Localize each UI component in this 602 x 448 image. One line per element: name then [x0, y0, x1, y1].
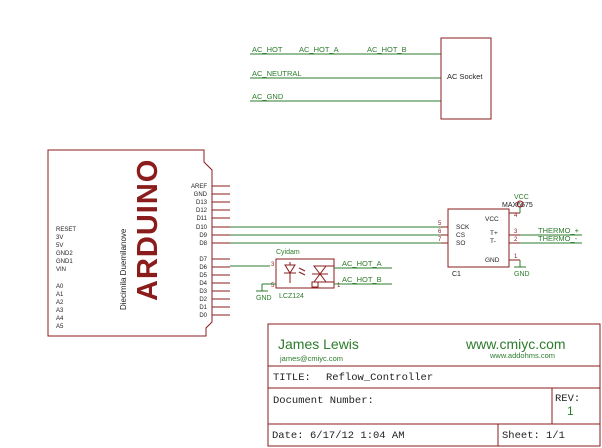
max6675-ref: C1 — [452, 271, 461, 278]
arduino-pin-d12: D12 — [196, 208, 208, 214]
arduino-pin-d1: D1 — [199, 305, 207, 311]
net-label-ac-hot-a: AC_HOT_A — [299, 45, 339, 54]
max6675-pin-gnd-name: GND — [485, 257, 500, 264]
net-label-ac-hot-b: AC_HOT_B — [367, 45, 407, 54]
sheet-label: Sheet: — [502, 430, 540, 442]
arduino-pin-d6: D6 — [199, 265, 207, 271]
max6675-box — [447, 208, 510, 268]
opto-arrow-1 — [298, 267, 306, 272]
arduino-pin-5v: 5V — [56, 243, 63, 249]
ac-socket-box — [440, 37, 492, 120]
opto-gnd-label: GND — [256, 295, 272, 302]
arduino-pin-d3: D3 — [199, 289, 207, 295]
opto-triac-icon-rev — [313, 273, 327, 283]
opto-top-net: Cyidam — [276, 249, 300, 256]
title-field-label: TITLE: — [273, 372, 311, 384]
website-secondary: www.addohms.com — [489, 351, 555, 360]
max6675-pin-tminus-name: T- — [490, 238, 496, 245]
author-name: James Lewis — [278, 336, 359, 352]
arduino-pin-vin: VIN — [56, 267, 66, 273]
document-number-label: Document Number: — [273, 395, 374, 407]
rev-label: REV: — [555, 393, 580, 405]
arduino-pin-3v: 3V — [56, 235, 63, 241]
arduino-pin-d5: D5 — [199, 273, 207, 279]
arduino-pin-gnd2: GND2 — [56, 251, 73, 257]
arduino-pin-a5: A5 — [56, 324, 64, 330]
arduino-outline — [47, 149, 213, 337]
arduino-pin-d11: D11 — [196, 216, 207, 222]
max6675-pin-vcc-name: VCC — [485, 216, 499, 223]
max6675-chip: MAX6675 C1 5 6 7 SCK CS SO VCC T+ T- GND… — [438, 194, 582, 278]
ac-socket-section: AC_HOT AC_HOT_A AC_HOT_B AC_NEUTRAL AC_G… — [250, 37, 492, 120]
arduino-pin-a3: A3 — [56, 308, 64, 314]
website-main: www.cmiyc.com — [465, 336, 566, 352]
arduino-pin-d13: D13 — [196, 200, 208, 206]
thermo-minus-label: THERMO_- — [538, 234, 578, 243]
ac-socket-label: AC Socket — [447, 72, 483, 81]
sheet-value: 1/1 — [546, 430, 565, 442]
arduino-pin-a4: A4 — [56, 316, 64, 322]
arduino-pin-d10: D10 — [196, 225, 208, 231]
opto-arrow-2 — [298, 271, 306, 276]
max6675-pin-vcc-num: 4 — [514, 213, 518, 219]
thermo-plus-label: THERMO_+ — [538, 226, 580, 235]
arduino-pin-reset: RESET — [56, 227, 76, 233]
max-gnd-label: GND — [514, 271, 530, 278]
arduino-pin-gnd1: GND1 — [56, 259, 73, 265]
max6675-pin-so-name: SO — [456, 240, 465, 247]
opto-net-b: AC_HOT_B — [342, 275, 382, 284]
max6675-pin-so-num: 7 — [438, 237, 442, 243]
arduino-pin-a2: A2 — [56, 300, 64, 306]
vcc-label: VCC — [514, 194, 529, 201]
arduino-pin-d0: D0 — [199, 313, 207, 319]
opto-net-a: AC_HOT_A — [342, 259, 382, 268]
arduino-pin-d4: D4 — [199, 281, 207, 287]
arduino-pin-gnd: GND — [194, 192, 208, 198]
max6675-pin-gnd-num: 1 — [514, 254, 518, 260]
arduino-pin-d7: D7 — [199, 257, 207, 263]
opto-pin-5: 5 — [271, 283, 275, 289]
max6675-pin-cs-num: 6 — [438, 229, 442, 235]
max6675-pin-cs-name: CS — [456, 232, 466, 239]
max6675-pin-tminus-num: 2 — [514, 237, 518, 243]
opto-part-name: LCZ124 — [279, 293, 304, 300]
arduino-pin-a1: A1 — [56, 292, 64, 298]
title-block: James Lewis james@cmiyc.com www.cmiyc.co… — [267, 323, 601, 447]
opto-pin-square — [311, 281, 319, 288]
title-value: Reflow_Controller — [326, 372, 433, 384]
title-block-frame — [267, 323, 601, 447]
arduino-pin-d8: D8 — [199, 241, 207, 247]
opto-pin-3: 3 — [271, 262, 275, 268]
opto-box — [275, 258, 335, 289]
max6675-pin-sck-name: SCK — [456, 224, 470, 231]
arduino-logo: ARDUINO — [132, 159, 164, 301]
max6675-pin-tplus-name: T+ — [490, 230, 498, 237]
opto-pin-1: 1 — [337, 283, 341, 289]
optoisolator: Cyidam 3 5 1 LCZ124 AC_HOT_A AC_HOT_B GN… — [256, 249, 392, 302]
net-label-ac-neutral: AC_NEUTRAL — [252, 69, 302, 78]
net-label-ac-hot: AC_HOT — [252, 45, 283, 54]
rev-value: 1 — [567, 404, 574, 418]
arduino-pin-aref: AREF — [191, 184, 207, 190]
net-label-ac-gnd: AC_GND — [252, 92, 284, 101]
date-label: Date: — [272, 430, 304, 442]
arduino-pin-a0: A0 — [56, 284, 64, 290]
max6675-pin-sck-num: 5 — [438, 221, 442, 227]
date-value: 6/17/12 1:04 AM — [310, 430, 405, 442]
opto-led-icon — [284, 264, 296, 274]
arduino-model-label: Diecimila Duemilanove — [119, 228, 128, 310]
vcc-symbol-icon — [516, 200, 524, 208]
arduino-pin-d9: D9 — [199, 233, 207, 239]
opto-triac-icon — [313, 265, 327, 275]
arduino-pin-d2: D2 — [199, 297, 207, 303]
author-email: james@cmiyc.com — [279, 354, 343, 363]
max6675-pin-tplus-num: 3 — [514, 229, 518, 235]
